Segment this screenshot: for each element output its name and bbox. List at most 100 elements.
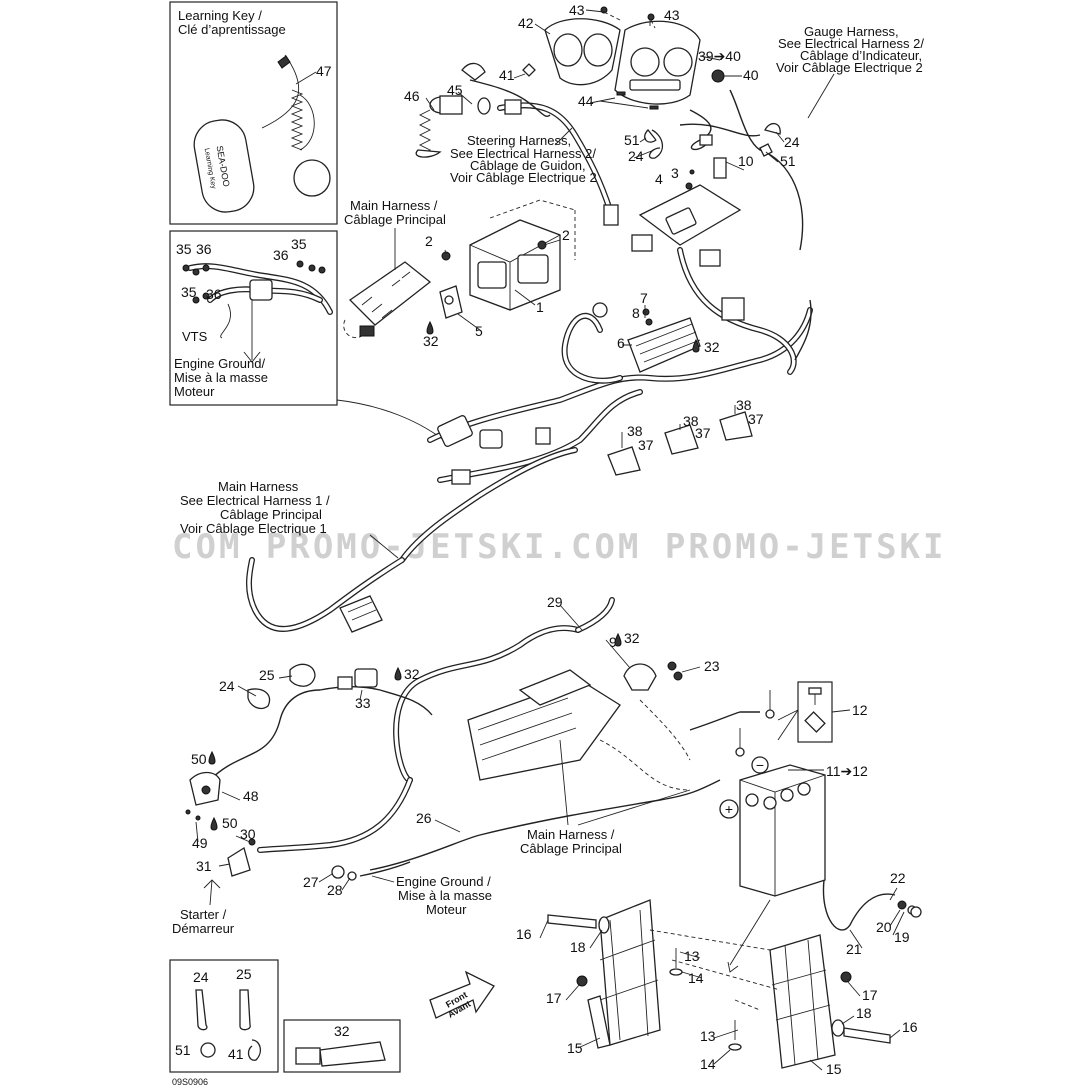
- drawing-number: 09S0906: [172, 1077, 208, 1087]
- callout-21: 21: [846, 941, 862, 957]
- engine-ground-inset: 35 36 35 36 35 36 VTS Engine Ground/ Mis…: [169, 230, 338, 406]
- callout-25-b: 25: [236, 966, 252, 982]
- callout-43-b: 43: [664, 7, 680, 23]
- callout-37-b: 37: [695, 425, 711, 441]
- callout-50-a: 50: [191, 751, 207, 767]
- callout-46: 46: [404, 88, 420, 104]
- starter-harness: [209, 597, 721, 871]
- battery-terminal-19-20: [897, 900, 922, 918]
- callout-28: 28: [327, 882, 343, 898]
- vts-label: VTS: [182, 329, 208, 344]
- harness-connectors-middle: [437, 415, 551, 485]
- callout-18-a: 18: [570, 939, 586, 955]
- callout-51-a: 51: [624, 132, 640, 148]
- callout-23: 23: [704, 658, 720, 674]
- engine-ground-top-line3: Moteur: [174, 384, 215, 399]
- callout-31: 31: [196, 858, 212, 874]
- callout-37-a: 37: [638, 437, 654, 453]
- callout-50-b: 50: [222, 815, 238, 831]
- steering-harness-line4: Voir Câblage Electrique 2: [450, 170, 597, 185]
- callout-9: 9: [609, 634, 617, 650]
- connector-33: [337, 668, 378, 690]
- main-harness-mid-line3: Câblage Principal: [220, 507, 322, 522]
- connector-37-38-c: [719, 405, 753, 441]
- callout-36-b: 36: [273, 247, 289, 263]
- callout-33: 33: [355, 695, 371, 711]
- learning-key-title-en: Learning Key /: [178, 8, 262, 23]
- main-harness-top-line2: Câblage Principal: [344, 212, 446, 227]
- callout-42: 42: [518, 15, 534, 31]
- callout-numbers: 1 2 2 3 4 5 6 7 8 9 10 11➔12 12 13 13 14…: [191, 2, 918, 1077]
- callout-36-c: 36: [206, 286, 222, 302]
- steering-harness-parts: [415, 79, 619, 226]
- lanyard-end: [277, 55, 291, 69]
- engine-ground-inset-frame: [169, 230, 338, 406]
- steering-harness-line1: Steering Harness,: [467, 133, 571, 148]
- starter-solenoid-area: [467, 661, 683, 781]
- battery-holder-right: [769, 934, 836, 1069]
- engine-ground-bottom-line2: Mise à la masse: [398, 888, 492, 903]
- screws-43-44: [600, 6, 659, 110]
- battery-plus-sign: +: [725, 801, 733, 817]
- callout-19: 19: [894, 929, 910, 945]
- callout-32-a: 32: [423, 333, 439, 349]
- callout-12: 12: [852, 702, 868, 718]
- main-harness-top: [399, 247, 813, 563]
- battery-minus-sign: −: [756, 757, 764, 773]
- callout-24-c: 24: [219, 678, 235, 694]
- ground-screws: [182, 260, 326, 304]
- starter-terminal-31: [227, 838, 256, 877]
- callout-6: 6: [617, 335, 625, 351]
- callout-44: 44: [578, 93, 594, 109]
- callout-11: 11➔12: [826, 763, 868, 779]
- learning-key-icon: SEA-DOO Learning Key: [193, 119, 255, 213]
- callout-38-c: 38: [736, 397, 752, 413]
- connector-37-38-b: [664, 424, 699, 455]
- callout-51-b: 51: [780, 153, 796, 169]
- main-harness-top-line1: Main Harness /: [350, 198, 438, 213]
- mpem-module: [343, 261, 432, 338]
- callout-24-a: 24: [784, 134, 800, 150]
- callout-35-a: 35: [176, 241, 192, 257]
- callout-38-b: 38: [683, 413, 699, 429]
- callout-25-a: 25: [259, 667, 275, 683]
- clip-25-24: [247, 663, 316, 710]
- bracket-48: [185, 771, 221, 821]
- callout-35-b: 35: [291, 236, 307, 252]
- gauge-harness-line4: Voir Câblage Electrique 2: [776, 60, 923, 75]
- learning-key-inset: Learning Key / Clé d’aprentissage SEA-DO…: [169, 1, 338, 225]
- steering-harness-line3: Câblage de Guidon,: [470, 158, 586, 173]
- callout-32-e: 32: [334, 1023, 350, 1039]
- engine-ground-top-line2: Mise à la masse: [174, 370, 268, 385]
- clamps-inset: 24 25 51 41: [169, 959, 279, 1073]
- battery-cable-area: [599, 699, 760, 791]
- callout-15-a: 15: [567, 1040, 583, 1056]
- callout-17-a: 17: [546, 990, 562, 1006]
- callout-2-a: 2: [425, 233, 433, 249]
- module-bracket: [469, 199, 576, 311]
- engine-ground-bottom-line3: Moteur: [426, 902, 467, 917]
- gauge-bezel-42: [544, 18, 621, 86]
- main-harness-mid-line1: Main Harness: [218, 479, 299, 494]
- lanyard-cord: [261, 54, 315, 151]
- gauge-harness-line3: Câblage d’Indicateur,: [800, 48, 922, 63]
- text-labels: Main Harness / Câblage Principal Steerin…: [172, 24, 924, 1087]
- callout-4: 4: [655, 171, 663, 187]
- learning-key-title-fr: Clé d’aprentissage: [178, 22, 286, 37]
- callout-38-a: 38: [627, 423, 643, 439]
- main-harness-bottom-line1: Main Harness /: [527, 827, 615, 842]
- gauge-harness-line2: See Electrical Harness 2/: [778, 36, 924, 51]
- callout-8: 8: [632, 305, 640, 321]
- main-harness-mid-line4: Voir Câblage Electrique 1: [180, 521, 327, 536]
- callout-47: 47: [316, 63, 332, 79]
- steering-harness-line2: See Electrical Harness 2/: [450, 146, 596, 161]
- callout-40: 40: [743, 67, 759, 83]
- callout-39: 39➔40: [698, 48, 741, 64]
- callout-16-b: 16: [902, 1019, 918, 1035]
- callout-24-b: 24: [628, 148, 644, 164]
- battery-11: + −: [719, 756, 896, 931]
- ground-terminal-block: [249, 279, 273, 301]
- callout-32-d: 32: [404, 666, 420, 682]
- lanyard-clip: [293, 159, 331, 197]
- callout-48: 48: [243, 788, 259, 804]
